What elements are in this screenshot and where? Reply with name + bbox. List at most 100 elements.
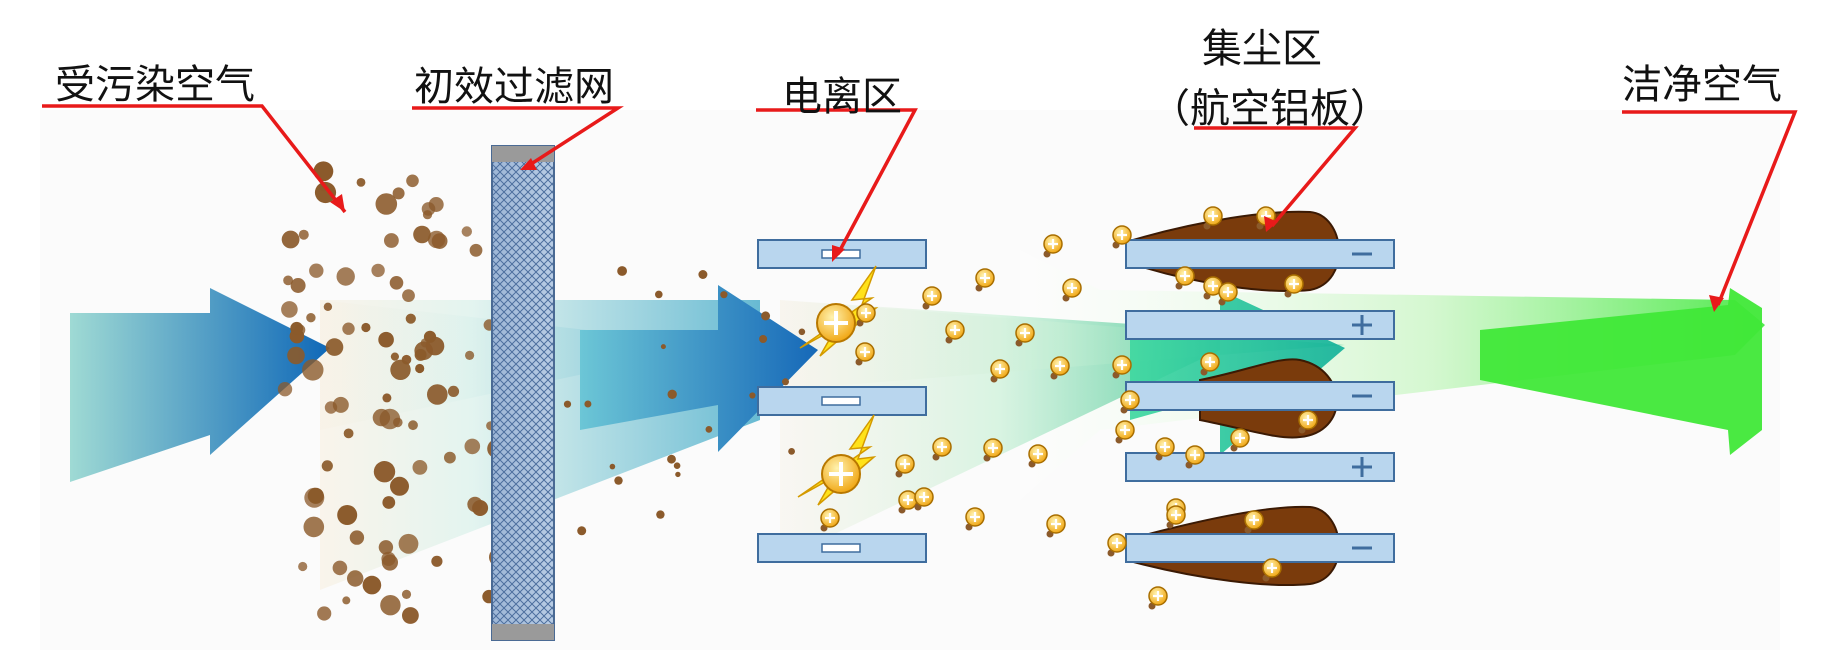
charged-particle xyxy=(1230,428,1250,452)
pollutant-particle xyxy=(761,311,771,321)
pollutant-particle xyxy=(290,321,304,335)
collection-plate-1 xyxy=(1125,239,1395,269)
collection-plate-4 xyxy=(1125,452,1395,482)
pollutant-particle xyxy=(563,400,572,408)
pollutant-particle xyxy=(656,510,665,519)
pollutant-particle xyxy=(415,363,425,374)
charged-particle xyxy=(1112,355,1132,379)
pointer-pre-filter xyxy=(412,106,624,168)
pollutant-particle xyxy=(356,178,366,187)
charged-particle xyxy=(975,268,995,292)
pollutant-particle xyxy=(362,575,382,595)
pollutant-particle xyxy=(609,463,616,470)
charged-particle xyxy=(932,437,952,461)
charged-particle xyxy=(1043,234,1063,258)
pollutant-particle xyxy=(283,275,293,286)
pointer-clean-air xyxy=(1622,110,1798,306)
pollutant-particle xyxy=(343,428,354,439)
pollutant-particle xyxy=(412,460,428,475)
polluted-air-arrow xyxy=(70,288,330,482)
pollutant-particle xyxy=(705,426,713,433)
pollutant-particle xyxy=(392,187,405,200)
pollutant-particle xyxy=(655,290,663,299)
pollutant-particle xyxy=(379,408,401,430)
pollutant-particle xyxy=(675,471,681,478)
charged-particle xyxy=(914,487,934,511)
pollutant-particle xyxy=(332,560,348,576)
charged-particle xyxy=(1148,586,1168,610)
pollutant-particle xyxy=(287,346,305,365)
pollutant-particle xyxy=(667,389,677,399)
clean-air-arrow-head xyxy=(1480,288,1762,455)
charged-particle xyxy=(1200,352,1220,376)
charged-particle xyxy=(1015,323,1035,347)
pollutant-particle xyxy=(423,330,437,343)
label-collection-zone: 集尘区 xyxy=(1202,26,1322,72)
pollutant-particle xyxy=(788,448,795,455)
pollutant-particle xyxy=(306,313,316,323)
charged-particle xyxy=(895,454,915,478)
charged-particle xyxy=(1175,266,1195,290)
pollutant-particle xyxy=(660,344,666,350)
charged-particle xyxy=(1115,420,1135,444)
pollutant-particle xyxy=(461,226,472,237)
charged-particle xyxy=(855,342,875,366)
pollutant-particle xyxy=(323,302,333,311)
pollutant-particle xyxy=(381,551,396,566)
pollutant-particle xyxy=(431,555,443,567)
label-polluted-air: 受污染空气 xyxy=(55,62,255,108)
charged-particle xyxy=(1050,356,1070,380)
pollutant-particle xyxy=(577,526,587,536)
charged-particle xyxy=(1062,278,1082,302)
pollutant-particle xyxy=(698,270,708,279)
pointer-collection-zone xyxy=(1194,126,1359,228)
pollutant-particle xyxy=(382,496,396,509)
ionization-plates xyxy=(757,239,927,563)
pollutant-particle xyxy=(759,335,768,343)
pollutant-particle xyxy=(469,243,483,257)
charged-particle xyxy=(1107,533,1127,557)
pollutant-particle xyxy=(402,607,419,624)
pollutant-particle xyxy=(798,328,806,336)
pollutant-particle xyxy=(720,291,728,299)
pollutant-particle xyxy=(402,289,415,302)
pollutant-particle xyxy=(384,233,399,248)
pollutant-particle xyxy=(371,263,385,278)
pollutant-particle xyxy=(361,322,371,333)
pollutant-particle xyxy=(614,476,623,485)
collection-plate-2 xyxy=(1125,310,1395,340)
charged-particle xyxy=(1185,445,1205,469)
pre-filter-mesh xyxy=(491,145,555,641)
pollutant-particle xyxy=(281,230,300,249)
charged-particle xyxy=(1284,274,1304,298)
charged-particle xyxy=(965,507,985,531)
pointer-lines xyxy=(42,104,1798,306)
pollutant-particle xyxy=(342,322,355,335)
charged-particle xyxy=(1155,437,1175,461)
pollutant-particle xyxy=(298,229,309,240)
pollutant-particle xyxy=(782,378,789,386)
pollutant-particle xyxy=(309,263,324,278)
pollutant-particle xyxy=(405,313,416,324)
pollutant-particle xyxy=(298,561,308,572)
pollutant-particle xyxy=(390,476,409,496)
charged-particle xyxy=(1203,206,1223,230)
pointer-polluted-air xyxy=(42,104,347,214)
label-clean-air: 洁净空气 xyxy=(1622,62,1782,108)
charged-particle xyxy=(1262,558,1282,582)
pollutant-particle xyxy=(390,359,411,380)
charged-particle xyxy=(945,320,965,344)
charged-particle xyxy=(856,303,876,327)
pollutant-particle xyxy=(332,396,349,413)
pollutant-particle xyxy=(373,461,396,483)
plate-4-plus-icon xyxy=(1352,457,1372,477)
pollutant-particle xyxy=(337,505,358,525)
pollutant-particle xyxy=(303,516,325,538)
charged-particle xyxy=(820,508,840,532)
pollutant-particle xyxy=(347,570,364,587)
charged-particle xyxy=(1166,505,1186,529)
pollutant-particle xyxy=(390,352,399,361)
charged-particle xyxy=(990,359,1010,383)
pollutant-particle xyxy=(447,385,460,397)
